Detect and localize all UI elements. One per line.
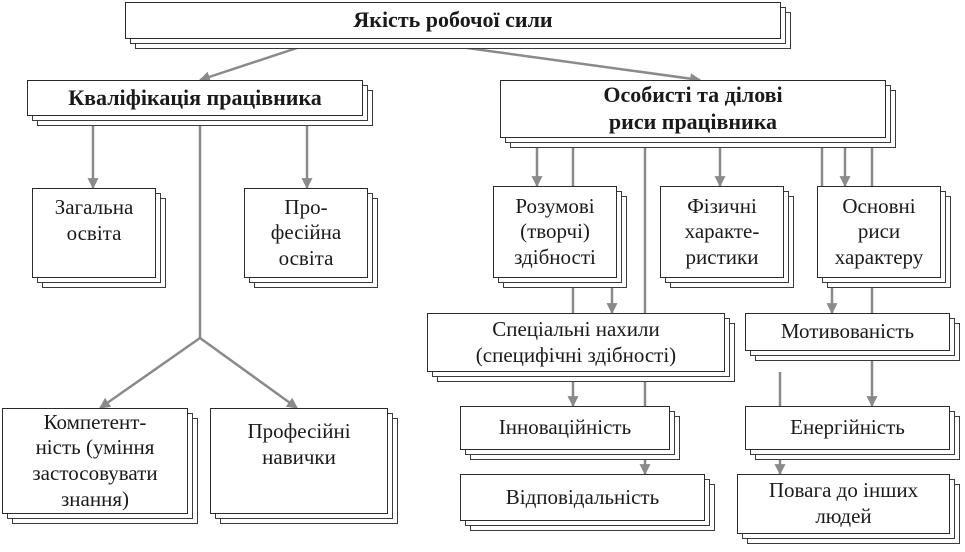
professional-skills-label: Професійні навички bbox=[247, 419, 351, 469]
competence-box: Компетент- ність (уміння застосовувати з… bbox=[2, 408, 188, 514]
general-education-box: Загальна освіта bbox=[32, 188, 156, 278]
special-inclinations-box: Спеціальні нахили (специфічні здібності) bbox=[427, 313, 725, 372]
motivation-label: Мотивованість bbox=[780, 319, 915, 344]
title-text: Якість робочої сили bbox=[353, 7, 553, 33]
traits-box: Особисті та ділові риси працівника bbox=[500, 80, 886, 138]
qualification-box: Кваліфікація працівника bbox=[27, 80, 363, 116]
professional-education-label: Про- фесійна освіта bbox=[270, 194, 342, 270]
character-traits-label: Основні риси характеру bbox=[834, 193, 924, 269]
innovation-label: Інноваційність bbox=[498, 415, 632, 440]
energy-box: Енергійність bbox=[745, 406, 950, 450]
professional-skills-box: Професійні навички bbox=[210, 408, 388, 514]
general-education-label: Загальна освіта bbox=[54, 195, 134, 245]
character-traits-box: Основні риси характеру bbox=[817, 186, 941, 278]
professional-education-box: Про- фесійна освіта bbox=[244, 188, 368, 278]
qualification-label: Кваліфікація працівника bbox=[68, 84, 322, 110]
connector-to-professional-skills bbox=[199, 336, 298, 410]
responsibility-label: Відповідальність bbox=[505, 484, 660, 509]
connector-to-competence bbox=[99, 336, 201, 410]
connector-title-to-qualification bbox=[198, 45, 301, 83]
physical-characteristics-label: Фізичні характе- ристики bbox=[684, 193, 760, 269]
energy-label: Енергійність bbox=[790, 415, 905, 440]
innovation-box: Інноваційність bbox=[460, 406, 670, 450]
respect-box: Повага до інших людей bbox=[737, 474, 950, 534]
traits-label: Особисті та ділові риси працівника bbox=[603, 82, 783, 134]
special-inclinations-label: Спеціальні нахили (специфічні здібності) bbox=[475, 316, 677, 367]
connector-title-to-traits bbox=[459, 45, 702, 85]
physical-characteristics-box: Фізичні характе- ристики bbox=[660, 186, 784, 278]
respect-label: Повага до інших людей bbox=[768, 478, 919, 528]
mental-abilities-label: Розумові (творчі) здібності bbox=[514, 193, 596, 269]
responsibility-box: Відповідальність bbox=[460, 474, 705, 521]
competence-label: Компетент- ність (уміння застосовувати з… bbox=[32, 409, 158, 511]
motivation-box: Мотивованість bbox=[745, 313, 950, 351]
mental-abilities-box: Розумові (творчі) здібності bbox=[493, 186, 617, 278]
title-box: Якість робочої сили bbox=[125, 2, 781, 39]
